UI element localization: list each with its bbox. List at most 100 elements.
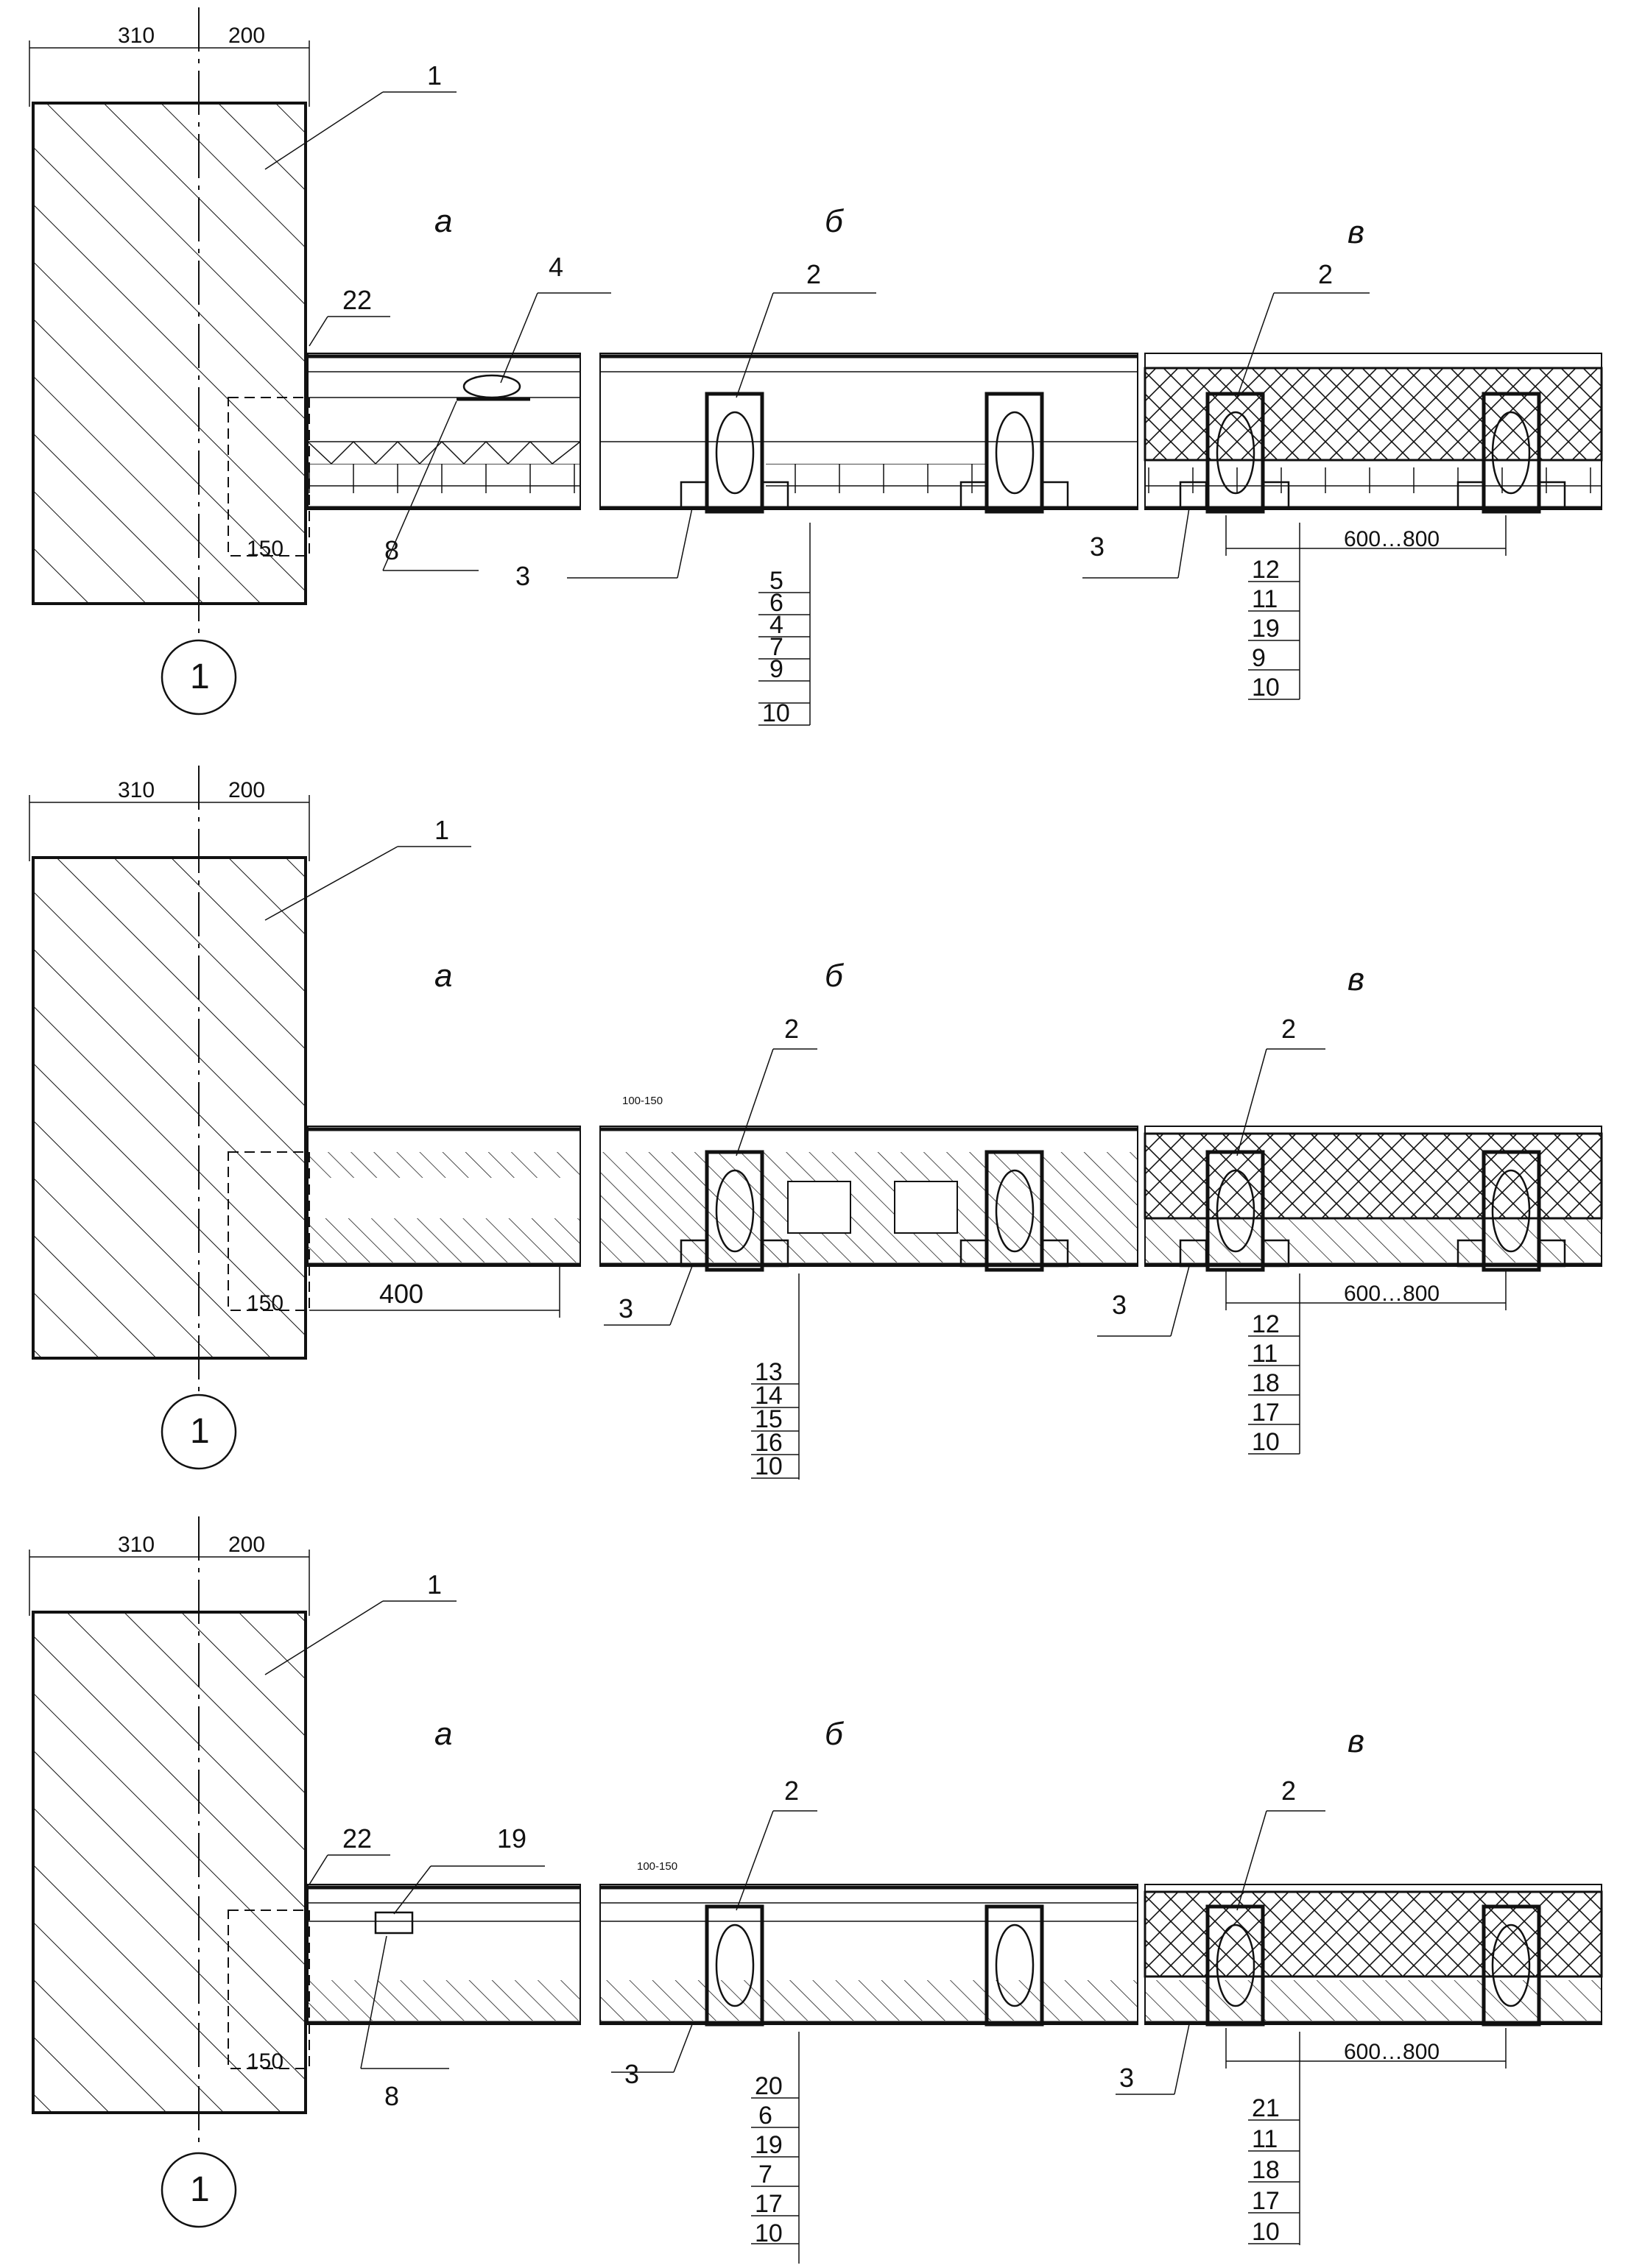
variant-b-label: б — [825, 203, 845, 239]
layer-b-2: 6 — [769, 589, 783, 617]
layer-stack-v: 12 11 19 9 10 — [1248, 523, 1300, 702]
layer-b-2: 6 — [758, 2102, 772, 2130]
layer-b-1: 20 — [755, 2072, 783, 2100]
section-bottom: 310 200 1 1 150 а 22 19 8 — [29, 1516, 1603, 2264]
callout-joist-b: 2 — [784, 1776, 799, 1806]
brick-wall — [32, 102, 307, 605]
callout-joist-v: 2 — [1281, 1014, 1296, 1044]
layer-b-4: 7 — [769, 633, 783, 661]
axis-bubble — [161, 2152, 237, 2228]
layer-v-3: 19 — [1252, 615, 1280, 643]
dim-200: 200 — [228, 778, 265, 802]
layer-v-3: 18 — [1252, 1369, 1280, 1397]
variant-v-floor — [1144, 353, 1603, 514]
axis-number: 1 — [190, 1412, 210, 1451]
dim-310: 310 — [118, 24, 155, 48]
dim-200: 200 — [228, 24, 265, 48]
callout-joist-b: 2 — [784, 1014, 799, 1044]
brick-wall — [32, 1611, 307, 2114]
spacing-dim: 100-150 — [637, 1860, 677, 1873]
layer-b-3: 19 — [755, 2131, 783, 2159]
brick-wall — [32, 856, 307, 1360]
span-dim: 600…800 — [1344, 527, 1440, 551]
layer-v-5: 10 — [1252, 1428, 1280, 1456]
variant-b-floor — [599, 1126, 1138, 1272]
layer-v-4: 17 — [1252, 1399, 1280, 1427]
variant-a-label: а — [434, 203, 452, 239]
callout-8: 8 — [384, 535, 399, 565]
callout-4: 4 — [549, 252, 563, 282]
variant-v-floor — [1144, 1126, 1603, 1272]
wall-dimension: 310 200 — [29, 24, 310, 107]
layer-b-6: 10 — [762, 699, 790, 727]
axis-number: 1 — [190, 657, 210, 696]
variant-a-floor — [307, 1884, 581, 2025]
callout-19: 19 — [497, 1823, 526, 1854]
variant-a-label: а — [434, 958, 452, 994]
callout-22: 22 — [342, 285, 372, 315]
layer-b-1: 5 — [769, 567, 783, 595]
layer-b-1: 13 — [755, 1358, 783, 1386]
variant-b-floor — [599, 353, 1138, 514]
layer-v-1: 12 — [1252, 556, 1280, 584]
callout-bar-v: 3 — [1090, 531, 1105, 562]
variant-b-label: б — [825, 958, 845, 994]
callout-joist-v: 2 — [1318, 259, 1333, 289]
layer-b-5: 10 — [755, 1452, 783, 1480]
variant-a-floor — [307, 353, 581, 510]
layer-b-6: 10 — [755, 2219, 783, 2247]
slab-dim: 400 — [379, 1279, 423, 1309]
layer-v-1: 21 — [1252, 2094, 1280, 2122]
layer-v-4: 17 — [1252, 2187, 1280, 2215]
callout-bar-v: 3 — [1119, 2063, 1134, 2093]
axis-bubble — [161, 1393, 237, 1470]
axis-number: 1 — [190, 2170, 210, 2209]
span-dim: 600…800 — [1344, 2040, 1440, 2064]
span-dim: 600…800 — [1344, 1282, 1440, 1306]
layer-v-1: 12 — [1252, 1310, 1280, 1338]
variant-v-label: в — [1348, 961, 1364, 997]
variant-v-label: в — [1348, 214, 1364, 250]
callout-joist-v: 2 — [1281, 1776, 1296, 1806]
layer-b-5: 17 — [755, 2190, 783, 2218]
layer-stack-v: 21 11 18 17 10 — [1248, 2032, 1300, 2246]
callout-bar-b: 3 — [619, 1293, 633, 1324]
callout-joist-b: 2 — [806, 259, 821, 289]
callout-wall: 1 — [434, 815, 449, 845]
layer-v-2: 11 — [1252, 1340, 1278, 1368]
layer-b-4: 7 — [758, 2161, 772, 2188]
dim-200: 200 — [228, 1533, 265, 1557]
callout-8: 8 — [384, 2081, 399, 2111]
dim-310: 310 — [118, 778, 155, 802]
section-middle: 310 200 1 1 150 400 а — [29, 766, 1603, 1480]
spacing-dim: 100-150 — [622, 1095, 663, 1107]
variant-b-floor — [599, 1884, 1138, 2027]
variant-b-label: б — [825, 1716, 845, 1752]
layer-b-2: 14 — [755, 1382, 783, 1410]
callout-bar-b: 3 — [515, 561, 530, 591]
variant-a-label: а — [434, 1716, 452, 1752]
layer-stack-b: 20 6 19 7 17 10 — [751, 2032, 800, 2264]
layer-v-5: 10 — [1252, 674, 1280, 702]
callout-bar-b: 3 — [624, 2059, 639, 2089]
layer-v-2: 11 — [1252, 2125, 1278, 2153]
layer-b-3: 4 — [769, 611, 783, 639]
layer-b-3: 15 — [755, 1405, 783, 1433]
layer-b-4: 16 — [755, 1429, 783, 1457]
callout-wall: 1 — [427, 60, 442, 91]
layer-stack-v: 12 11 18 17 10 — [1248, 1273, 1300, 1456]
bearing-dim: 150 — [247, 2049, 283, 2074]
section-top: 310 200 1 1 150 а 22 4 — [29, 7, 1603, 727]
bearing-dim: 150 — [247, 537, 283, 561]
layer-b-5: 9 — [769, 655, 783, 683]
layer-v-2: 11 — [1252, 585, 1278, 613]
layer-stack-b: 5 6 4 7 9 10 — [758, 523, 811, 727]
layer-v-5: 10 — [1252, 2218, 1280, 2246]
bearing-dim: 150 — [247, 1291, 283, 1315]
layer-v-4: 9 — [1252, 644, 1266, 672]
axis-bubble — [161, 639, 237, 716]
variant-v-floor — [1144, 1884, 1603, 2027]
callout-22: 22 — [342, 1823, 372, 1854]
layer-v-3: 18 — [1252, 2156, 1280, 2184]
dim-310: 310 — [118, 1533, 155, 1557]
